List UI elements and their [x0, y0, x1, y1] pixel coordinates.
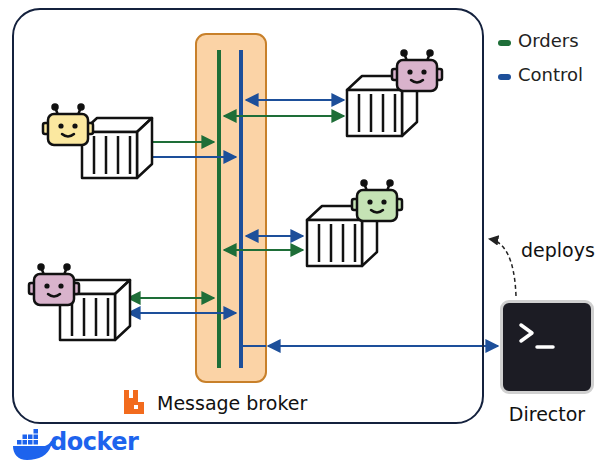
- prompt-glyph: [521, 325, 553, 347]
- legend-swatch: [498, 40, 511, 46]
- edge-label: deploys: [519, 239, 597, 261]
- control-link: [268, 345, 498, 347]
- deploy-arrow: [489, 239, 516, 296]
- legend-label: Control: [518, 64, 583, 85]
- node-label: Director: [503, 403, 591, 425]
- docker-environment: dockerMessage broker: [12, 8, 484, 424]
- node-label: docker: [50, 428, 138, 456]
- terminal-icon: [503, 303, 591, 391]
- legend-label: Orders: [518, 30, 579, 51]
- node-label: Message broker: [157, 392, 307, 414]
- director-terminal: Director: [500, 300, 594, 394]
- legend-swatch: [498, 74, 511, 80]
- message-broker: Message broker: [198, 36, 268, 384]
